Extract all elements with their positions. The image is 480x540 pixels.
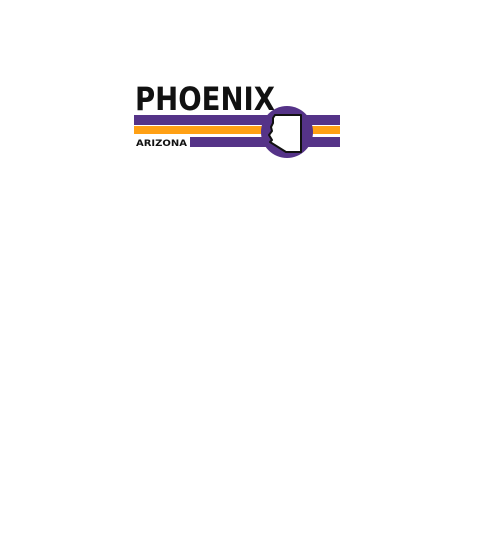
logo-title: PHOENIX xyxy=(135,80,275,118)
logo-graphic: PHOENIX ARIZONA xyxy=(134,80,340,158)
arizona-shape xyxy=(268,114,302,153)
arizona-state-outline-icon xyxy=(261,106,313,158)
logo-subtitle: ARIZONA xyxy=(136,139,187,149)
purple-stripe-top xyxy=(134,115,340,125)
phoenix-arizona-logo: PHOENIX ARIZONA xyxy=(134,80,340,158)
orange-stripe xyxy=(134,126,340,134)
